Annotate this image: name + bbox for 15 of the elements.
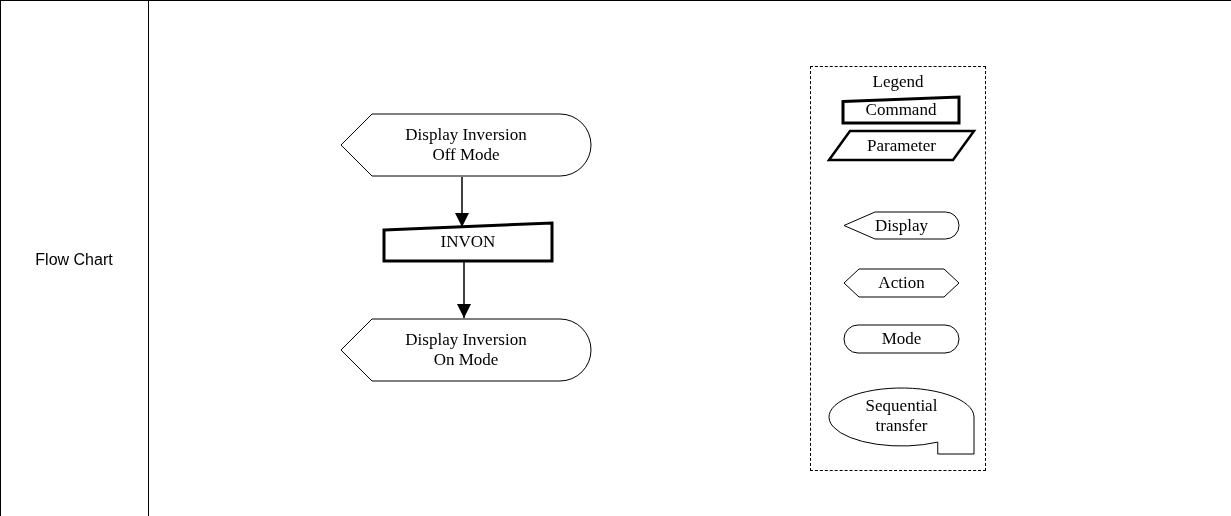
legend-label: Display (875, 215, 928, 236)
node-label: INVON (440, 232, 496, 252)
arrow (457, 261, 471, 319)
display-symbol (340, 113, 592, 177)
command-symbol (383, 222, 553, 262)
legend-label: Command (865, 100, 937, 120)
legend-label: Sequential transfer (864, 396, 939, 436)
legend-label: Action (878, 273, 925, 293)
legend-title: Legend (871, 72, 925, 92)
row-header: Flow Chart (34, 250, 114, 270)
legend-label: Parameter (867, 135, 936, 156)
node-label: Display Inversion Off Mode (404, 125, 528, 165)
legend-label: Mode (881, 329, 922, 349)
node-label: Display Inversion On Mode (404, 330, 528, 370)
display-symbol (340, 318, 592, 382)
